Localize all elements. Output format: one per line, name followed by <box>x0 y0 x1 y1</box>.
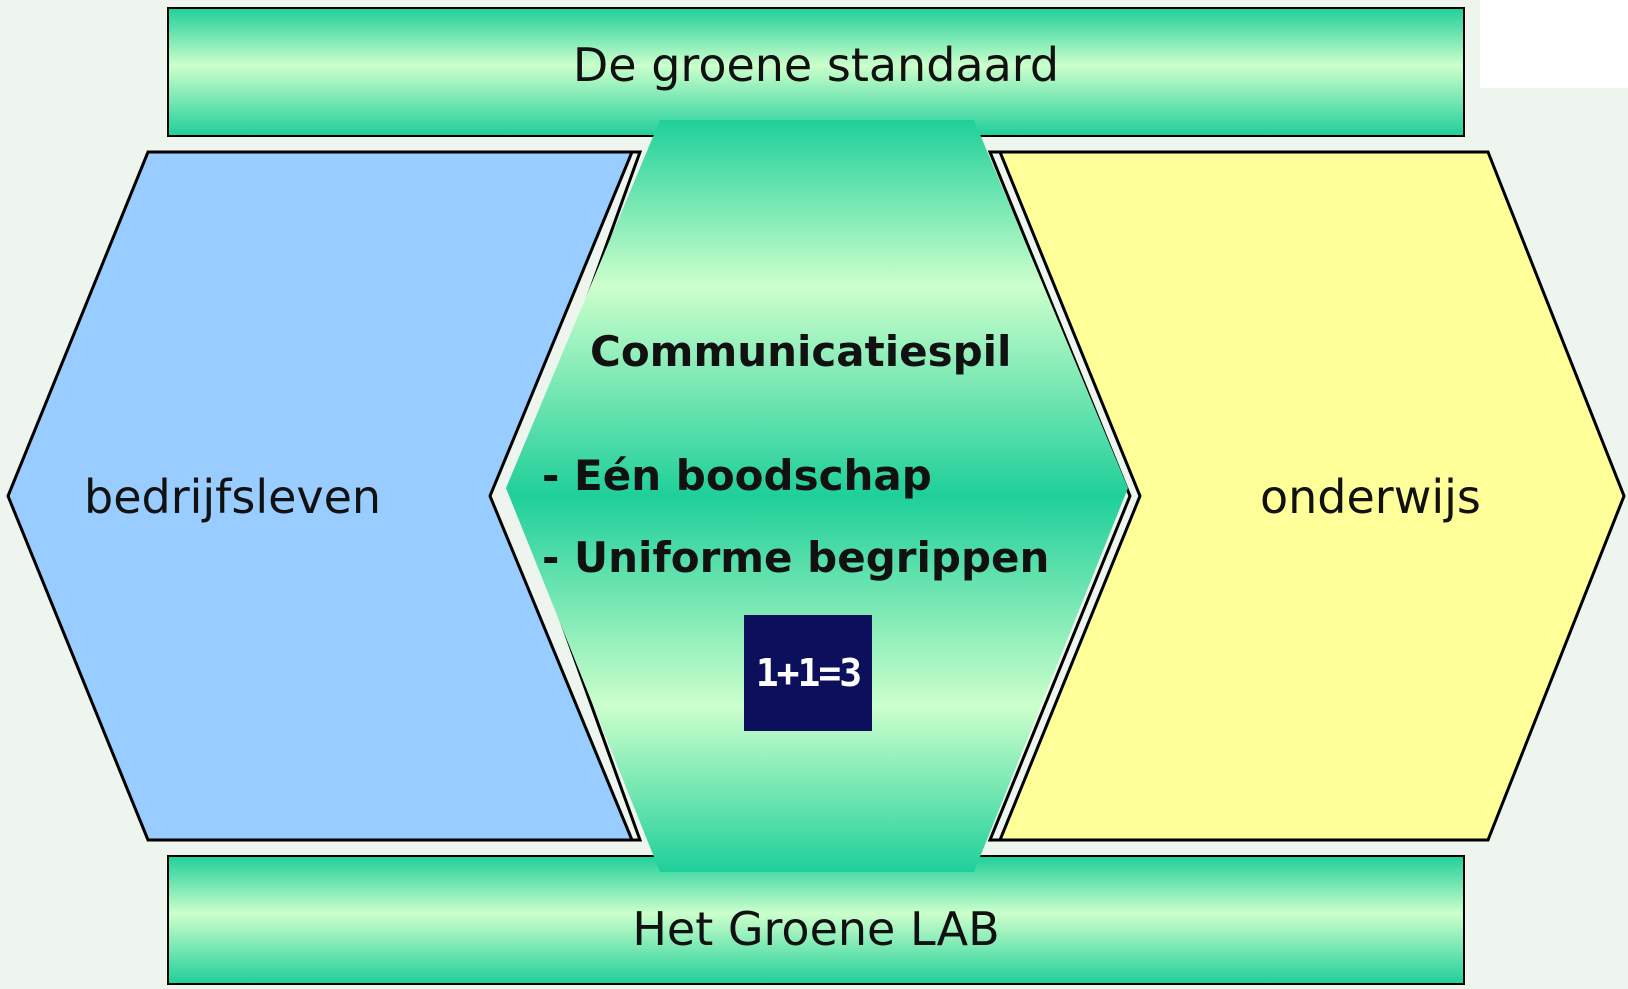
left-hexagon <box>6 150 635 842</box>
top-banner <box>167 7 1465 137</box>
center-bullet-1: - Eén boodschap <box>542 451 932 500</box>
math-badge: 1+1=3 <box>744 615 872 731</box>
right-block-label: onderwijs <box>1260 470 1481 524</box>
bottom-banner-label: Het Groene LAB <box>632 902 1000 956</box>
corner-strip <box>1480 0 1628 88</box>
center-bullet-2: - Uniforme begrippen <box>542 533 1050 582</box>
center-hexagon <box>506 120 1128 872</box>
top-banner-label: De groene standaard <box>572 38 1060 92</box>
left-block-label: bedrijfsleven <box>84 470 382 524</box>
right-hexagon <box>997 150 1626 842</box>
center-title: Communicatiespil <box>590 327 1012 376</box>
